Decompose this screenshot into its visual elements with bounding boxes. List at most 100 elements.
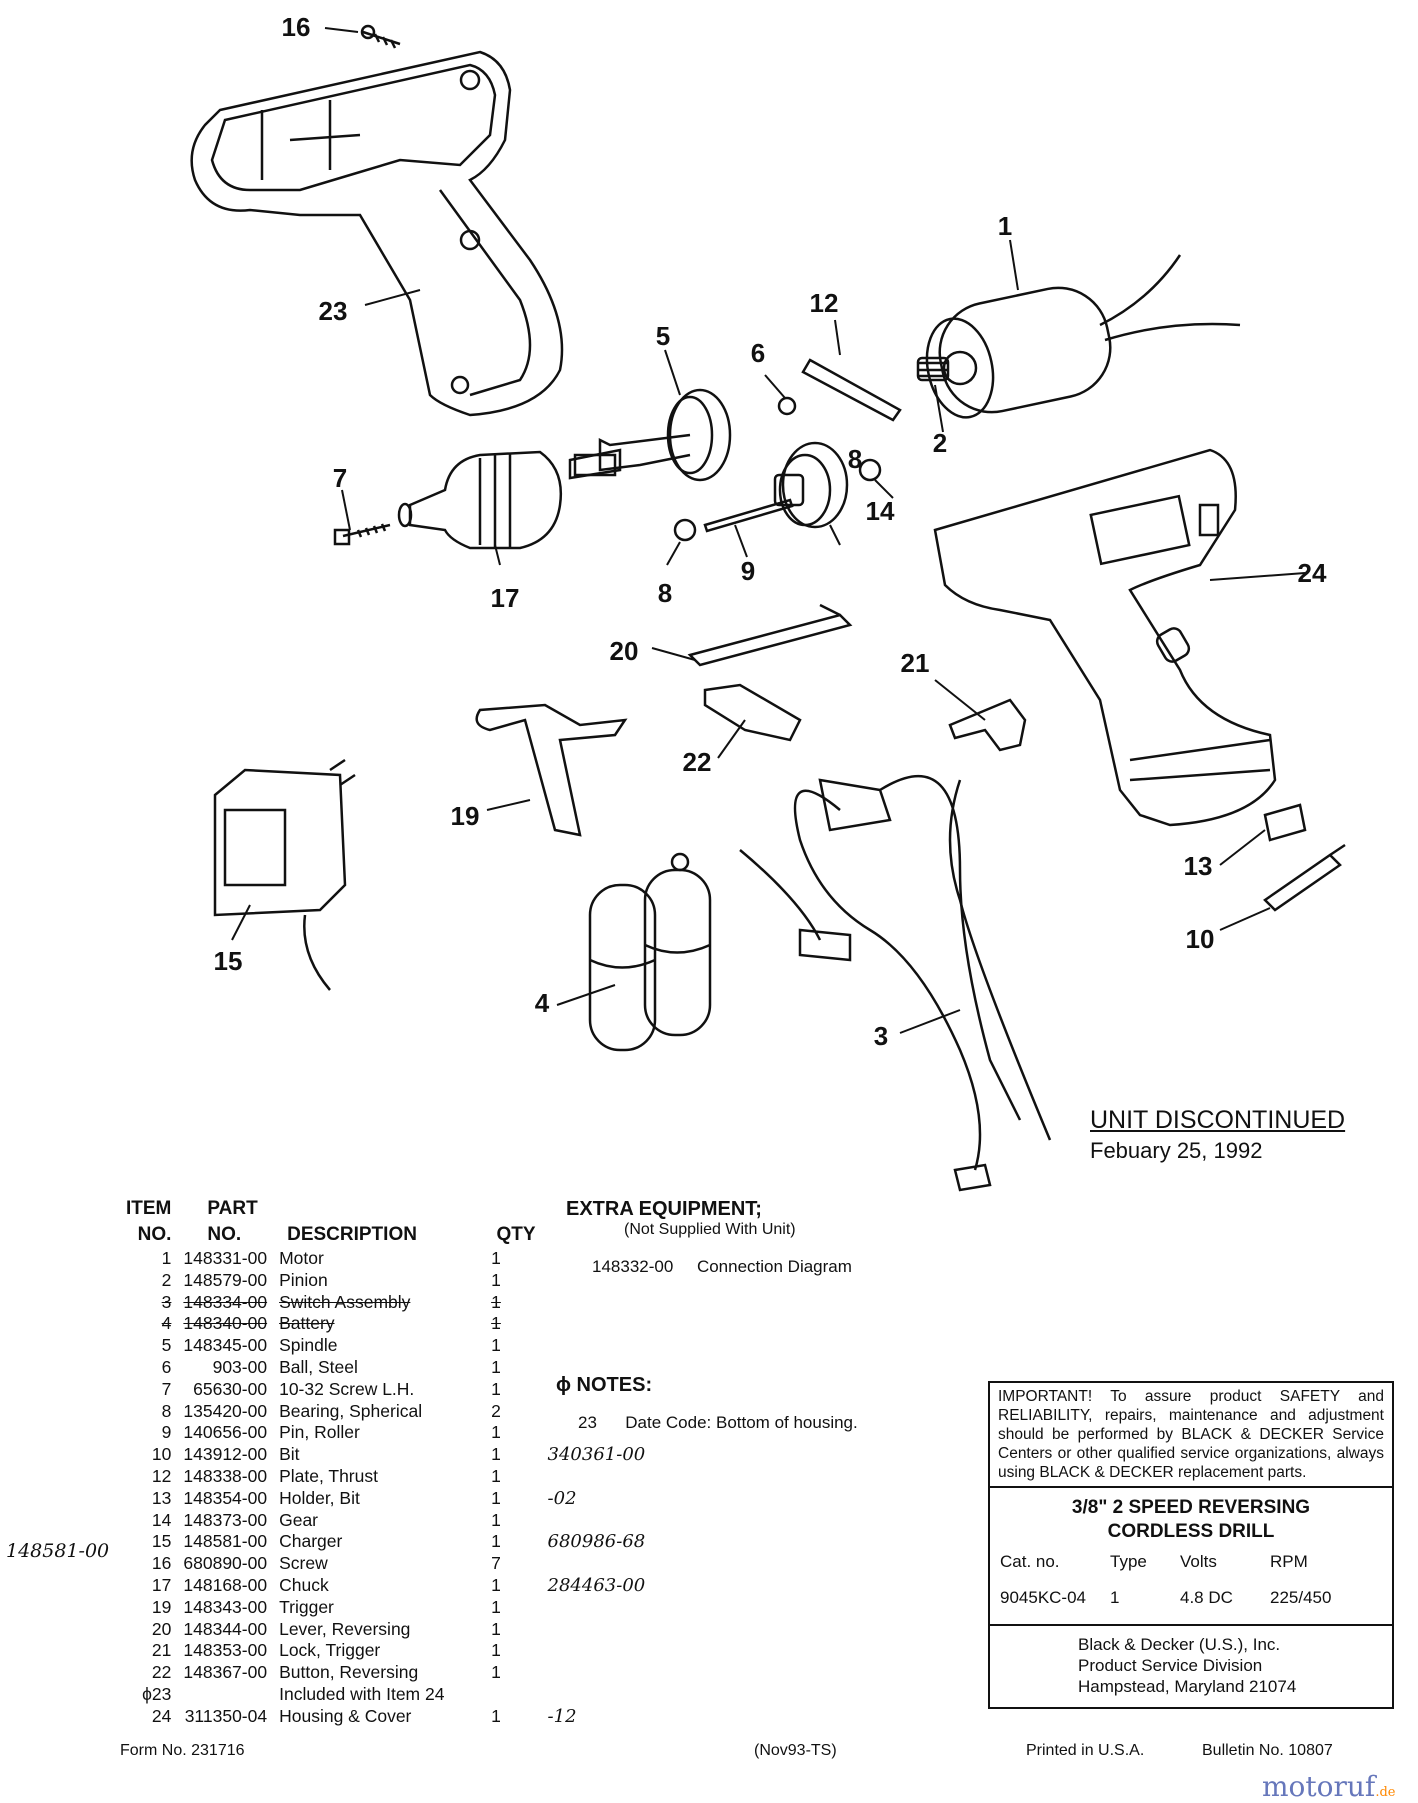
description-cell: Lock, Trigger (279, 1640, 381, 1661)
reversing-button-drawing (703, 683, 802, 742)
charger-drawing (213, 758, 356, 991)
callout-13: 13 (1184, 851, 1213, 881)
description-cell: Lever, Reversing (279, 1618, 411, 1639)
item-number-cell: 3 (161, 1291, 172, 1312)
part-number-cell: 148340-00 (183, 1313, 268, 1334)
callout-14: 14 (866, 496, 895, 526)
product-title-line1: 3/8" 2 SPEED REVERSING (1071, 1497, 1311, 1518)
description-cell: Gear (279, 1509, 318, 1530)
callout-5: 5 (656, 321, 670, 351)
housing-cover-drawing (933, 448, 1277, 827)
part-number-cell: 148373-00 (183, 1509, 268, 1530)
callout-2: 2 (933, 428, 947, 458)
callout-16: 16 (282, 12, 311, 42)
thrust-plate-drawing (801, 358, 902, 422)
callout-17: 17 (491, 583, 520, 613)
description-cell: Motor (279, 1248, 324, 1268)
item-number-cell: 9 (161, 1422, 172, 1443)
qty-cell: 1 (491, 1618, 501, 1639)
handwritten-margin-note: 148581-00 (6, 1540, 110, 1562)
col-part-header: NO. (207, 1224, 242, 1245)
description-cell: Holder, Bit (279, 1487, 360, 1508)
extra-equipment-subtitle: (Not Supplied With Unit) (624, 1221, 796, 1238)
handwritten-note-cell (542, 1553, 652, 1575)
part-number-cell: 148344-00 (183, 1618, 268, 1639)
address-line: Product Service Division (1078, 1656, 1263, 1675)
item-number-cell: 19 (151, 1596, 172, 1617)
item-number-cell: 24 (151, 1705, 172, 1726)
item-number-cell: 22 (151, 1662, 172, 1683)
part-number-cell (177, 1684, 273, 1706)
qty-cell: 1 (491, 1422, 501, 1443)
callout-8: 8 (658, 578, 672, 608)
part-number-cell: 148345-00 (183, 1335, 268, 1356)
qty-cell: 1 (491, 1574, 501, 1595)
col-description-header: DESCRIPTION (287, 1224, 417, 1245)
description-cell: Trigger (279, 1596, 334, 1617)
footer-date-code: (Nov93-TS) (754, 1742, 837, 1759)
item-number-cell: ϕ23 (142, 1683, 172, 1704)
spec-value-rpm: 225/450 (1270, 1588, 1332, 1607)
col-item-top: ITEM (126, 1198, 172, 1219)
description-cell: Plate, Thrust (279, 1465, 378, 1486)
description-cell: 10-32 Screw L.H. (279, 1378, 415, 1399)
callout-1: 1 (998, 211, 1012, 241)
bearing-drawing (858, 458, 882, 482)
extra-equipment-title: EXTRA EQUIPMENT; (566, 1198, 762, 1220)
handwritten-note-cell (542, 1313, 652, 1335)
qty-cell: 1 (491, 1487, 501, 1508)
bit-drawing (1263, 843, 1346, 912)
callout-9: 9 (741, 556, 755, 586)
item-number-cell: 14 (151, 1509, 172, 1530)
callout-24: 24 (1298, 558, 1327, 588)
handwritten-note-cell: 340361-00 (547, 1444, 646, 1466)
bit-holder-drawing (1263, 803, 1307, 842)
footer-printed: Printed in U.S.A. (1026, 1742, 1145, 1759)
handwritten-note-cell: -12 (547, 1705, 577, 1727)
callout-22: 22 (683, 747, 712, 777)
part-number-cell: 135420-00 (183, 1400, 268, 1421)
handwritten-note-cell (542, 1292, 652, 1314)
callout-21: 21 (901, 648, 930, 678)
qty-cell: 2 (491, 1400, 501, 1421)
gear-drawing (773, 441, 849, 529)
address-line: Hampstead, Maryland 21074 (1078, 1677, 1297, 1696)
qty-cell: 1 (491, 1444, 501, 1465)
qty-cell: 1 (491, 1335, 501, 1356)
address-line: Black & Decker (U.S.), Inc. (1078, 1635, 1281, 1654)
qty-cell: 1 (491, 1640, 501, 1661)
qty-cell (450, 1684, 541, 1706)
part-number-cell: 148338-00 (183, 1465, 268, 1486)
discontinued-title: UNIT DISCONTINUED (1090, 1106, 1346, 1134)
description-cell: Pin, Roller (279, 1422, 360, 1443)
handwritten-note-cell (542, 1619, 652, 1641)
extra-equipment-part: 148332-00 (592, 1257, 674, 1276)
discontinued-date: Febuary 25, 1992 (1090, 1138, 1263, 1163)
qty-cell: 1 (491, 1291, 501, 1312)
qty-cell: 1 (491, 1705, 501, 1726)
part-number-cell: 148579-00 (183, 1269, 268, 1290)
description-cell: Pinion (279, 1269, 328, 1290)
item-number-cell: 1 (161, 1248, 172, 1268)
reversing-lever-drawing (687, 603, 853, 667)
footer-form-number: Form No. 231716 (120, 1742, 245, 1759)
steel-ball-drawing (777, 396, 797, 416)
battery-drawing (588, 852, 712, 1052)
description-cell: Button, Reversing (279, 1662, 419, 1683)
spec-label-cat: Cat. no. (1000, 1552, 1060, 1571)
qty-cell: 1 (491, 1269, 501, 1290)
part-number-cell: 311350-04 (184, 1705, 268, 1726)
handwritten-note-cell (542, 1335, 652, 1357)
part-number-cell: 148168-00 (183, 1574, 268, 1595)
description-cell: Charger (279, 1531, 343, 1552)
